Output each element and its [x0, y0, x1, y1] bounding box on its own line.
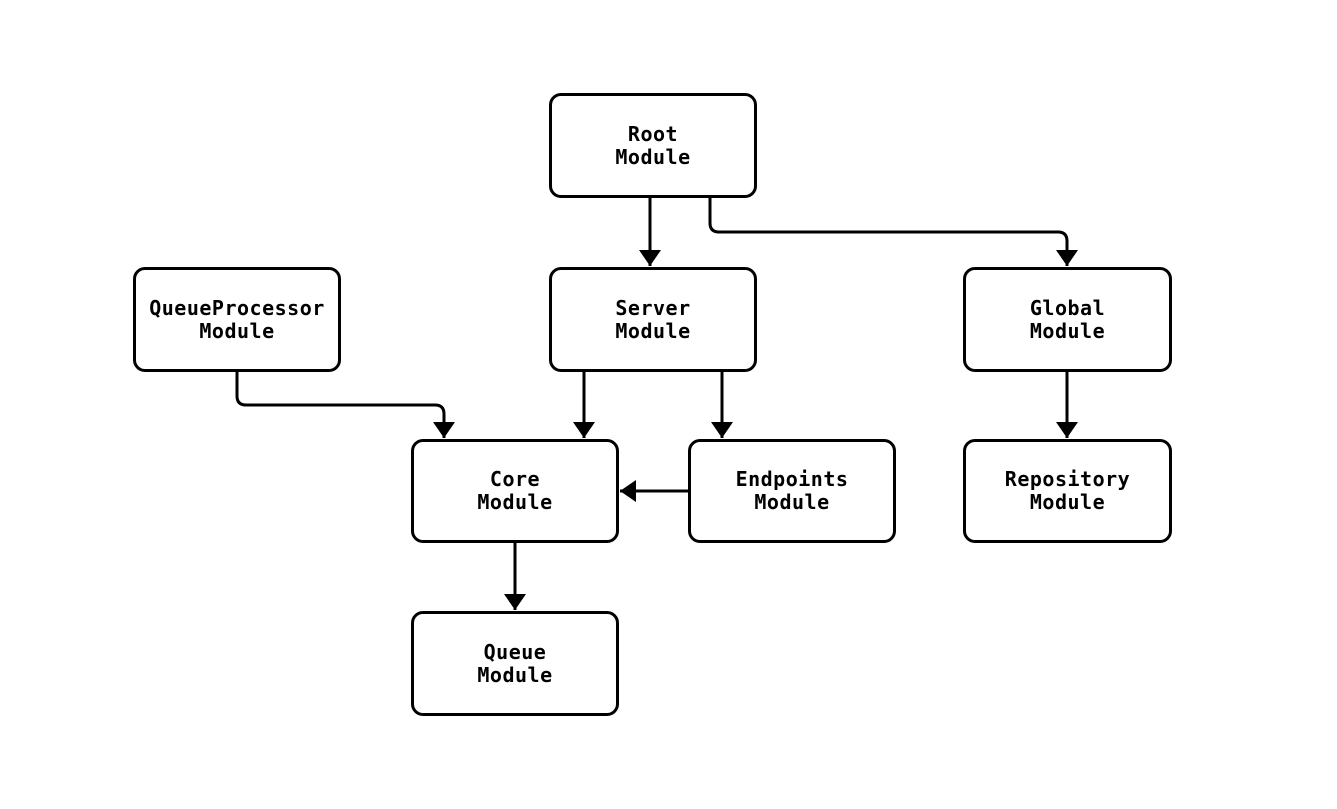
node-queueprocessor-module: QueueProcessor Module [133, 267, 341, 372]
edge-root-global [708, 198, 1078, 266]
node-global-module: Global Module [963, 267, 1172, 372]
node-label-line1: Endpoints [735, 467, 849, 491]
node-root-module: Root Module [549, 93, 757, 198]
node-label-line2: Module [615, 144, 691, 169]
node-repository-module: Repository Module [963, 439, 1172, 543]
node-label-line2: Module [615, 318, 691, 343]
node-label-line2: Module [754, 490, 830, 514]
node-label-line2: Module [1029, 318, 1106, 343]
node-endpoints-module: Endpoints Module [688, 439, 896, 543]
node-core-module: Core Module [411, 439, 619, 543]
node-label-line1: Root [627, 121, 679, 146]
node-label-line1: Repository [1004, 467, 1131, 491]
edge-queueprocessor-core [235, 372, 455, 438]
node-label-line1: QueueProcessor [149, 295, 325, 320]
node-label-line2: Module [1029, 490, 1106, 514]
node-label-line2: Module [477, 662, 553, 687]
node-label-line1: Global [1029, 295, 1106, 320]
node-label-line2: Module [477, 490, 553, 514]
node-label-line1: Server [615, 295, 691, 320]
node-label-line2: Module [199, 318, 275, 343]
node-queue-module: Queue Module [411, 611, 619, 716]
node-label-line1: Queue [483, 639, 547, 664]
node-server-module: Server Module [549, 267, 757, 372]
node-label-line1: Core [489, 467, 541, 491]
